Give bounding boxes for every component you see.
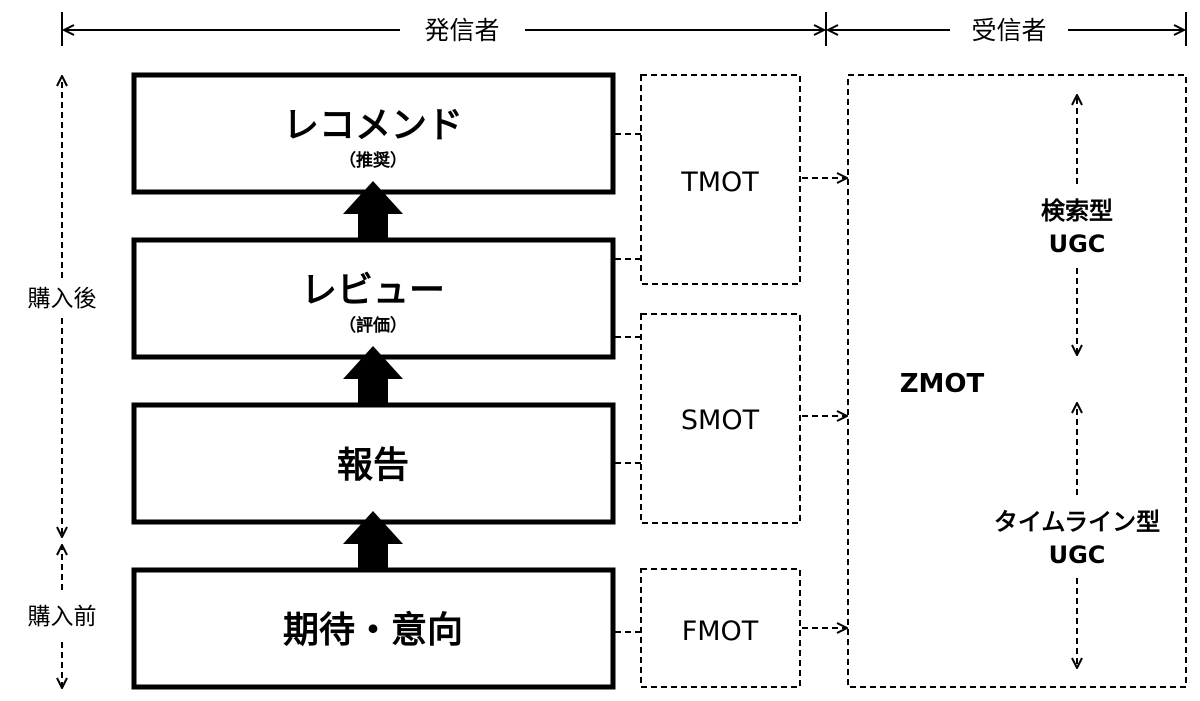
timeline-ugc-line1: タイムライン型: [994, 508, 1160, 536]
tmot-box: TMOT: [640, 74, 801, 285]
tmot-frame: [640, 74, 801, 285]
fmot-frame: [640, 568, 801, 688]
zmot-label: ZMOT: [900, 369, 985, 399]
up-arrow-icon: [343, 511, 403, 570]
stage-recommend: レコメンド （推奨）: [131, 72, 616, 195]
up-arrow-icon: [343, 181, 403, 240]
smot-box: SMOT: [640, 313, 801, 524]
header-spans: 発信者 受信者: [61, 12, 1187, 46]
fmot-box: FMOT: [640, 568, 801, 688]
smot-label: SMOT: [681, 405, 760, 436]
stage-title: レコメンド: [283, 105, 463, 146]
stage-subtitle: （評価）: [339, 315, 407, 336]
stage-title: 期待・意向: [283, 610, 463, 651]
stage-box: [131, 567, 616, 690]
up-arrow-icon: [343, 346, 403, 405]
timeline-ugc-line2: UGC: [1049, 541, 1106, 569]
zmot-frame: [847, 74, 1187, 688]
stage-expectation: 期待・意向: [131, 567, 616, 690]
stage-review: レビュー （評価）: [131, 237, 616, 360]
receiver-label: 受信者: [971, 16, 1046, 45]
sender-label: 発信者: [424, 16, 499, 45]
search-ugc-line2: UGC: [1049, 230, 1106, 258]
mot-to-zmot-arrows: [802, 178, 847, 628]
smot-frame: [640, 313, 801, 524]
stage-title: レビュー: [301, 270, 445, 311]
before-purchase-label: 購入前: [28, 604, 97, 630]
stage-title: 報告: [337, 445, 409, 486]
after-purchase-label: 購入後: [28, 286, 97, 312]
search-ugc-line1: 検索型: [1041, 197, 1113, 225]
fmot-label: FMOT: [682, 616, 759, 647]
purchase-phase-ranges: 購入後 購入前: [28, 76, 97, 688]
stage-box: [131, 237, 616, 360]
stage-report: 報告: [131, 402, 616, 525]
stage-connectors: [615, 133, 641, 633]
stage-subtitle: （推奨）: [339, 150, 407, 171]
zmot-box: ZMOT 検索型 UGC タイムライン型 UGC: [847, 74, 1187, 688]
tmot-label: TMOT: [680, 167, 759, 198]
